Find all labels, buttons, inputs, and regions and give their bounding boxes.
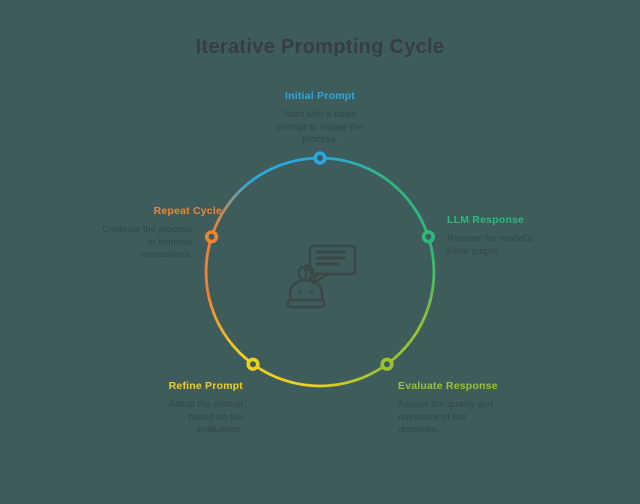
node-description: Assess the quality and relevance of the … bbox=[398, 399, 494, 435]
robot-eye-right bbox=[310, 290, 314, 293]
page-title: Iterative Prompting Cycle bbox=[195, 36, 445, 58]
cycle-arc-bottom-left bbox=[204, 235, 255, 366]
speech-bubble-text-lines bbox=[315, 250, 346, 266]
node-markers bbox=[205, 151, 436, 371]
node-description: Adjust the prompt based on the evaluatio… bbox=[168, 399, 243, 435]
node-label: LLM Response bbox=[447, 214, 525, 226]
node-label: Initial Prompt bbox=[285, 90, 355, 102]
node-marker-initial-prompt bbox=[313, 151, 327, 165]
robot-eye-left bbox=[298, 290, 302, 293]
cycle-arc-bottom bbox=[251, 362, 389, 388]
node-marker-repeat-cycle bbox=[205, 230, 219, 244]
cycle-arc-left-top bbox=[210, 156, 322, 239]
node-evaluate-response: Evaluate Response Assess the quality and… bbox=[398, 380, 528, 437]
speech-bubble-icon bbox=[308, 244, 357, 276]
node-label: Repeat Cycle bbox=[153, 205, 222, 217]
node-marker-llm-response bbox=[421, 230, 436, 244]
speech-bubble-tail bbox=[311, 272, 330, 285]
chatbot-icon bbox=[286, 244, 357, 309]
node-marker-refine-prompt bbox=[246, 357, 260, 371]
node-label: Evaluate Response bbox=[398, 380, 498, 392]
node-description: Continue the process to improve interact… bbox=[102, 224, 192, 260]
node-repeat-cycle: Repeat Cycle Continue the process to imp… bbox=[82, 205, 222, 262]
node-llm-response: LLM Response Receive the model's initial… bbox=[447, 214, 577, 258]
robot-antenna bbox=[303, 265, 309, 272]
node-refine-prompt: Refine Prompt Adjust the prompt based on… bbox=[113, 380, 243, 437]
robot-body bbox=[288, 278, 324, 303]
node-initial-prompt: Initial Prompt Start with a basic prompt… bbox=[230, 90, 410, 147]
node-description: Start with a basic prompt to initiate th… bbox=[276, 109, 364, 145]
node-label: Refine Prompt bbox=[168, 380, 243, 392]
robot-base bbox=[286, 298, 326, 309]
node-description: Receive the model's initial output. bbox=[447, 233, 533, 257]
cycle-ring bbox=[204, 156, 436, 388]
cycle-arc-right-bottom bbox=[385, 235, 436, 366]
node-marker-evaluate-response bbox=[380, 357, 394, 371]
cycle-arc-top-right bbox=[318, 156, 430, 239]
